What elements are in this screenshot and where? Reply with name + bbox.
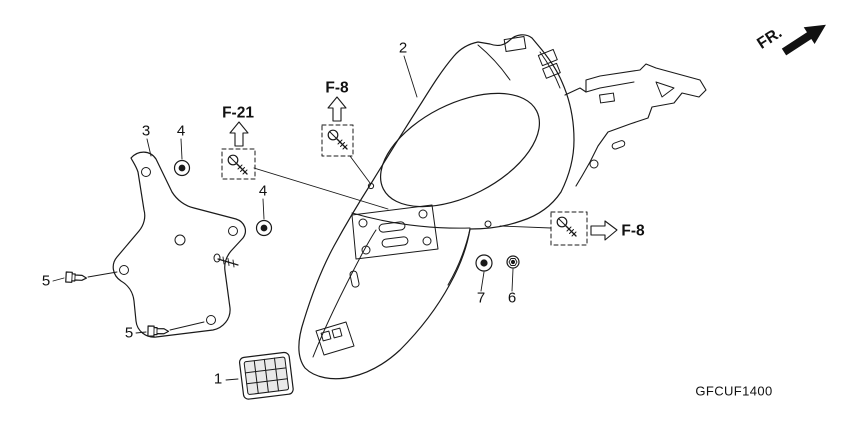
part-callout-2: 2 [398,39,408,57]
f8-top-screw-callout [321,96,371,184]
part-callout-7: 7 [476,289,486,307]
washer-4a [173,159,191,177]
f8-up-arrow [327,96,347,122]
fender-side-bracket [564,63,707,187]
part-callout-4b: 4 [258,182,268,200]
part-callout-3: 3 [141,122,151,140]
ref-callout-f8-side: F-8 [621,222,645,240]
ref-callout-f21: F-21 [222,104,254,122]
rear-fender-body [298,34,575,380]
bolt-6 [506,255,520,269]
ref-callout-f8-top: F-8 [325,79,349,97]
washer-7 [475,254,493,272]
reflector [238,351,294,400]
part-callout-4a: 4 [176,122,186,140]
diagram-code: GFCUF1400 [695,383,773,399]
part-callout-5b: 5 [124,324,134,342]
mount-bracket-plate [112,151,246,338]
part-callout-5a: 5 [41,272,51,290]
part-callout-1: 1 [213,370,223,388]
leader-lines [52,55,514,381]
part-callout-6: 6 [507,289,517,307]
bolt-5b [147,325,170,337]
f21-screw-callout [221,121,389,210]
f8-side-screw-callout [499,211,618,246]
washer-4b [255,219,273,237]
f21-up-arrow [229,121,249,147]
front-direction-arrow-icon [781,24,826,56]
bolt-5a [65,271,88,284]
f8-right-arrow [590,220,618,241]
